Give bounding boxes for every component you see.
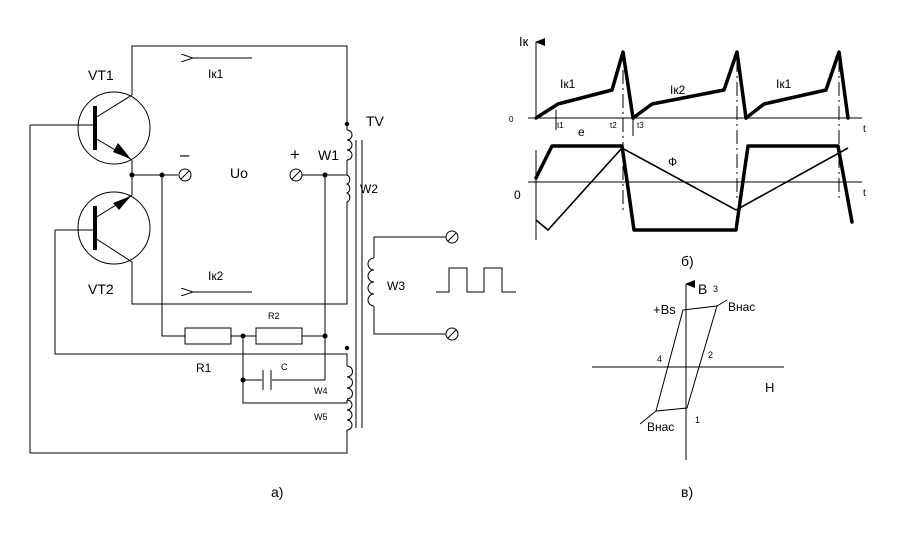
wire-bottom [131, 202, 348, 305]
resistor-r1 [184, 327, 232, 345]
label-vt1: VT1 [88, 67, 114, 83]
wire-feedback-vt1 [29, 125, 348, 454]
transistor-vt1 [30, 91, 151, 165]
curve-ik1-second [744, 50, 850, 120]
label-h-axis: H [765, 380, 774, 395]
label-ik-axis: Iк [519, 34, 529, 49]
label-w4: W4 [314, 386, 328, 396]
label-bnas-top: Внас [728, 300, 755, 314]
caption-b: б) [681, 253, 694, 269]
curve-phi [535, 146, 849, 232]
curve-e [534, 144, 854, 232]
wire-top [131, 45, 348, 130]
circuit-diagram: VT1 VT2 Iк1 Iк2 – + Uo TV W1 W2 W3 W4 W5… [29, 45, 516, 500]
label-t3: t3 [637, 121, 644, 130]
transformer-tv [344, 121, 459, 431]
label-point-3: 3 [713, 284, 718, 294]
label-minus: – [180, 145, 190, 164]
label-r1: R1 [196, 361, 212, 375]
label-c: C [281, 362, 288, 372]
label-point-2: 2 [708, 350, 713, 360]
label-ik2-wave: Iк2 [670, 83, 686, 97]
caption-c: в) [681, 484, 693, 500]
label-w3: W3 [387, 279, 405, 293]
label-zero-bottom: 0 [514, 188, 521, 202]
label-point-1: 1 [695, 415, 700, 425]
label-point-4: 4 [657, 354, 662, 364]
label-w1: W1 [318, 147, 339, 163]
label-ik1-second: Iк1 [776, 77, 792, 91]
label-t2: t2 [610, 121, 617, 130]
label-plus: + [290, 145, 300, 164]
terminal-minus [178, 168, 192, 182]
label-ik1: Iк1 [208, 67, 224, 81]
output-square-wave [436, 267, 516, 293]
wire-feedback-vt2 [54, 230, 348, 366]
label-w2: W2 [360, 182, 378, 196]
label-b-axis: B [698, 281, 707, 297]
label-ik2: Iк2 [208, 269, 224, 283]
label-ik1-first: Iк1 [560, 77, 576, 91]
label-plus-bs: +Bs [653, 302, 676, 317]
waveform-diagram: Iк 0 0 t t Iк1 Iк2 Iк1 t1 t2 t3 e Ф б) [509, 34, 866, 269]
caption-a: а) [271, 484, 283, 500]
label-vt2: VT2 [88, 281, 114, 297]
label-uo: Uo [230, 165, 248, 181]
label-zero-top: 0 [509, 115, 514, 124]
label-e: e [578, 125, 585, 139]
hysteresis-loop [655, 305, 718, 412]
curve-ik1-first [534, 50, 635, 120]
label-t-top: t [863, 124, 866, 135]
resistor-r2 [255, 327, 303, 345]
transistor-vt2 [55, 191, 151, 265]
hysteresis-diagram: B H +Bs Внас Внас 1 2 3 4 в) [592, 280, 784, 500]
label-t-bottom: t [863, 188, 866, 199]
curve-ik2 [631, 50, 748, 120]
label-w5: W5 [314, 412, 328, 422]
label-t1: t1 [557, 121, 564, 130]
label-r2: R2 [268, 311, 280, 321]
label-phi: Ф [668, 155, 677, 169]
label-tv: TV [366, 113, 385, 129]
label-bnas-bottom: Внас [647, 420, 674, 434]
